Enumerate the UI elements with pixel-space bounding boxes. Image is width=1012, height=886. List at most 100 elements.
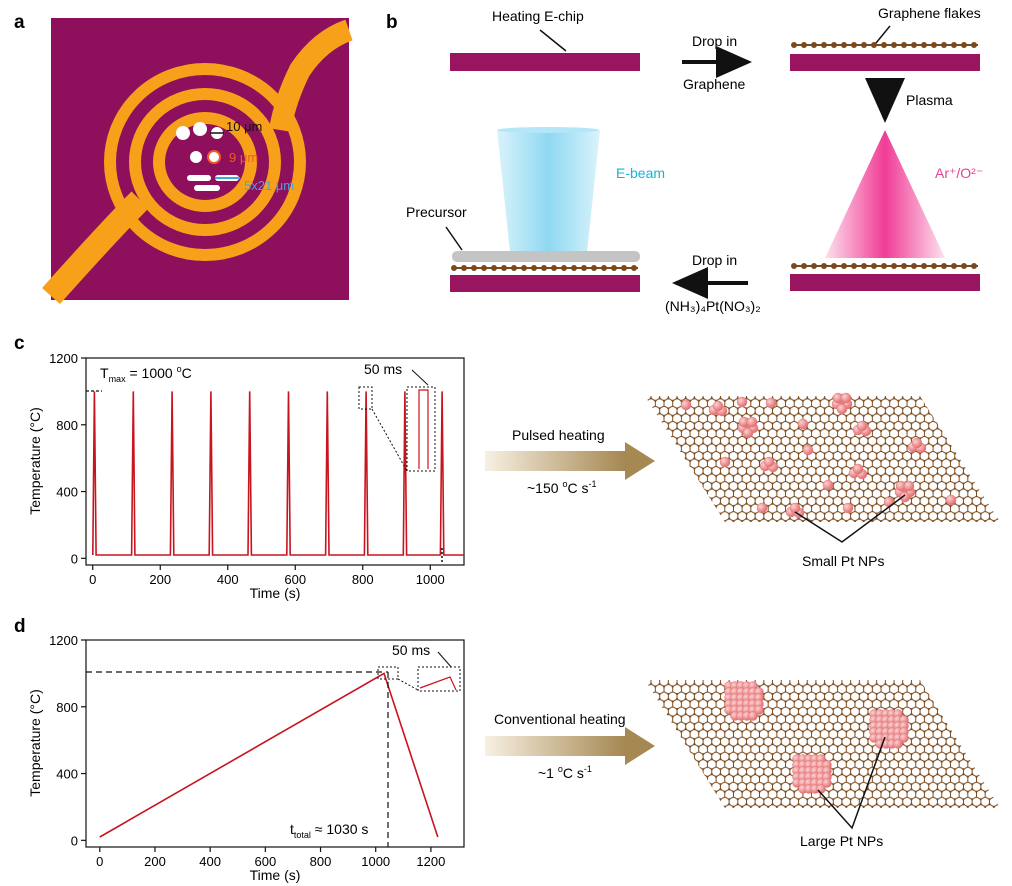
pt-atom — [893, 739, 903, 749]
pt-atom — [756, 502, 768, 514]
graphene-atom — [461, 265, 467, 271]
graphene-atom — [511, 265, 517, 271]
pt-atom — [822, 778, 832, 788]
pt-atom — [746, 416, 758, 428]
large-np-leader — [817, 736, 886, 830]
graphene-atom — [891, 42, 897, 48]
chip-2 — [790, 54, 980, 71]
graphene-atom — [821, 42, 827, 48]
graphene-atom — [601, 265, 607, 271]
plot-c-tmax: Tmax = 1000 oC — [100, 364, 192, 384]
y-tick-label: 0 — [71, 833, 78, 848]
graphene-atom — [621, 265, 627, 271]
plot-d-inset-leader — [437, 651, 453, 669]
pt-atom — [802, 444, 814, 456]
pt-atom — [899, 733, 909, 743]
large-pt-nps — [724, 681, 909, 794]
graphene-atom — [971, 42, 977, 48]
x-tick-label: 600 — [284, 572, 306, 587]
graphene-atom — [931, 263, 937, 269]
graphene-atom — [451, 265, 457, 271]
conventional-arrow-body — [485, 736, 625, 756]
bottom-lead — [42, 191, 149, 304]
graphene-atom — [861, 263, 867, 269]
x-tick-label: 0 — [96, 854, 103, 869]
pt-atom — [765, 397, 777, 409]
y-tick-label: 800 — [56, 418, 78, 433]
graphene-atom — [811, 42, 817, 48]
graphene-atom — [521, 265, 527, 271]
panel-b-letter: b — [386, 12, 398, 33]
graphene-atom — [971, 263, 977, 269]
graphene-atom — [501, 265, 507, 271]
flakes-leader — [875, 25, 891, 44]
ebeam-cone — [497, 130, 600, 252]
graphene-atom — [961, 42, 967, 48]
graphene-atom — [851, 263, 857, 269]
pt-atom — [836, 403, 848, 415]
plot-d-inset-box — [417, 666, 461, 692]
graphene-atom — [951, 263, 957, 269]
chip-3 — [790, 274, 980, 291]
precursor-label: Precursor — [406, 204, 467, 220]
pulsed-arrow-body — [485, 451, 625, 471]
graphene-atom — [961, 263, 967, 269]
graphene-atom — [791, 263, 797, 269]
graphene-atom — [581, 265, 587, 271]
panel-b: b Heating E-chip Drop in Graphene Graphe… — [386, 5, 983, 314]
graphene-atom — [921, 263, 927, 269]
x-tick-label: 200 — [149, 572, 171, 587]
conventional-arrow-head — [625, 727, 655, 765]
plot-d-inset-label: 50 ms — [392, 642, 430, 658]
graphene-atom — [491, 265, 497, 271]
pt-atom — [748, 711, 758, 721]
window-holes — [176, 122, 239, 191]
conventional-heating-text: Conventional heating — [494, 711, 626, 727]
plot-c-ylabel: Temperature (°C) — [27, 407, 43, 515]
graphene-atom — [931, 42, 937, 48]
panel-a: a 10 μm 9 μm 5x21 μm — [14, 12, 353, 304]
annot-9um: 9 μm — [229, 150, 258, 165]
pt-atom — [883, 496, 895, 508]
graphene-atom — [801, 42, 807, 48]
x-tick-label: 800 — [310, 854, 332, 869]
graphene-atom — [911, 263, 917, 269]
spiral-heater — [104, 63, 306, 261]
graphene-text: Graphene — [683, 76, 745, 92]
plot-d-ylabel: Temperature (°C) — [27, 689, 43, 797]
graphene-atom — [531, 265, 537, 271]
plot-d-series-line — [99, 672, 439, 838]
x-tick-label: 400 — [217, 572, 239, 587]
plot-c-series-line — [92, 391, 464, 556]
drop-in-1: Drop in — [692, 33, 737, 49]
plot-d-zoom-link — [397, 678, 419, 691]
graphene-atom — [631, 265, 637, 271]
plot-c-inset-pulse — [418, 389, 429, 469]
x-tick-label: 600 — [254, 854, 276, 869]
plasma-text: Plasma — [906, 92, 953, 108]
x-tick-label: 1000 — [416, 572, 445, 587]
flakes-label: Graphene flakes — [878, 5, 981, 21]
chip-label: Heating E-chip — [492, 8, 584, 24]
plot-d-ttotal: ttotal ≈ 1030 s — [290, 821, 368, 840]
large-np-label: Large Pt NPs — [800, 833, 883, 849]
graphene-atom — [791, 42, 797, 48]
plot-c-inset-label: 50 ms — [364, 361, 402, 377]
graphene-atom — [871, 42, 877, 48]
graphene-atom — [571, 265, 577, 271]
small-np-leader — [794, 494, 906, 543]
graphene-atom — [471, 265, 477, 271]
x-tick-label: 200 — [144, 854, 166, 869]
plot-d-zoom-box — [377, 666, 399, 680]
pt-atom — [719, 456, 731, 468]
pt-atom — [856, 420, 868, 432]
plot-d-inset-peak — [419, 676, 457, 691]
pt-atom — [789, 502, 801, 514]
graphene-atom — [891, 263, 897, 269]
pt-atom — [899, 491, 911, 503]
x-tick-label: 0 — [89, 572, 96, 587]
